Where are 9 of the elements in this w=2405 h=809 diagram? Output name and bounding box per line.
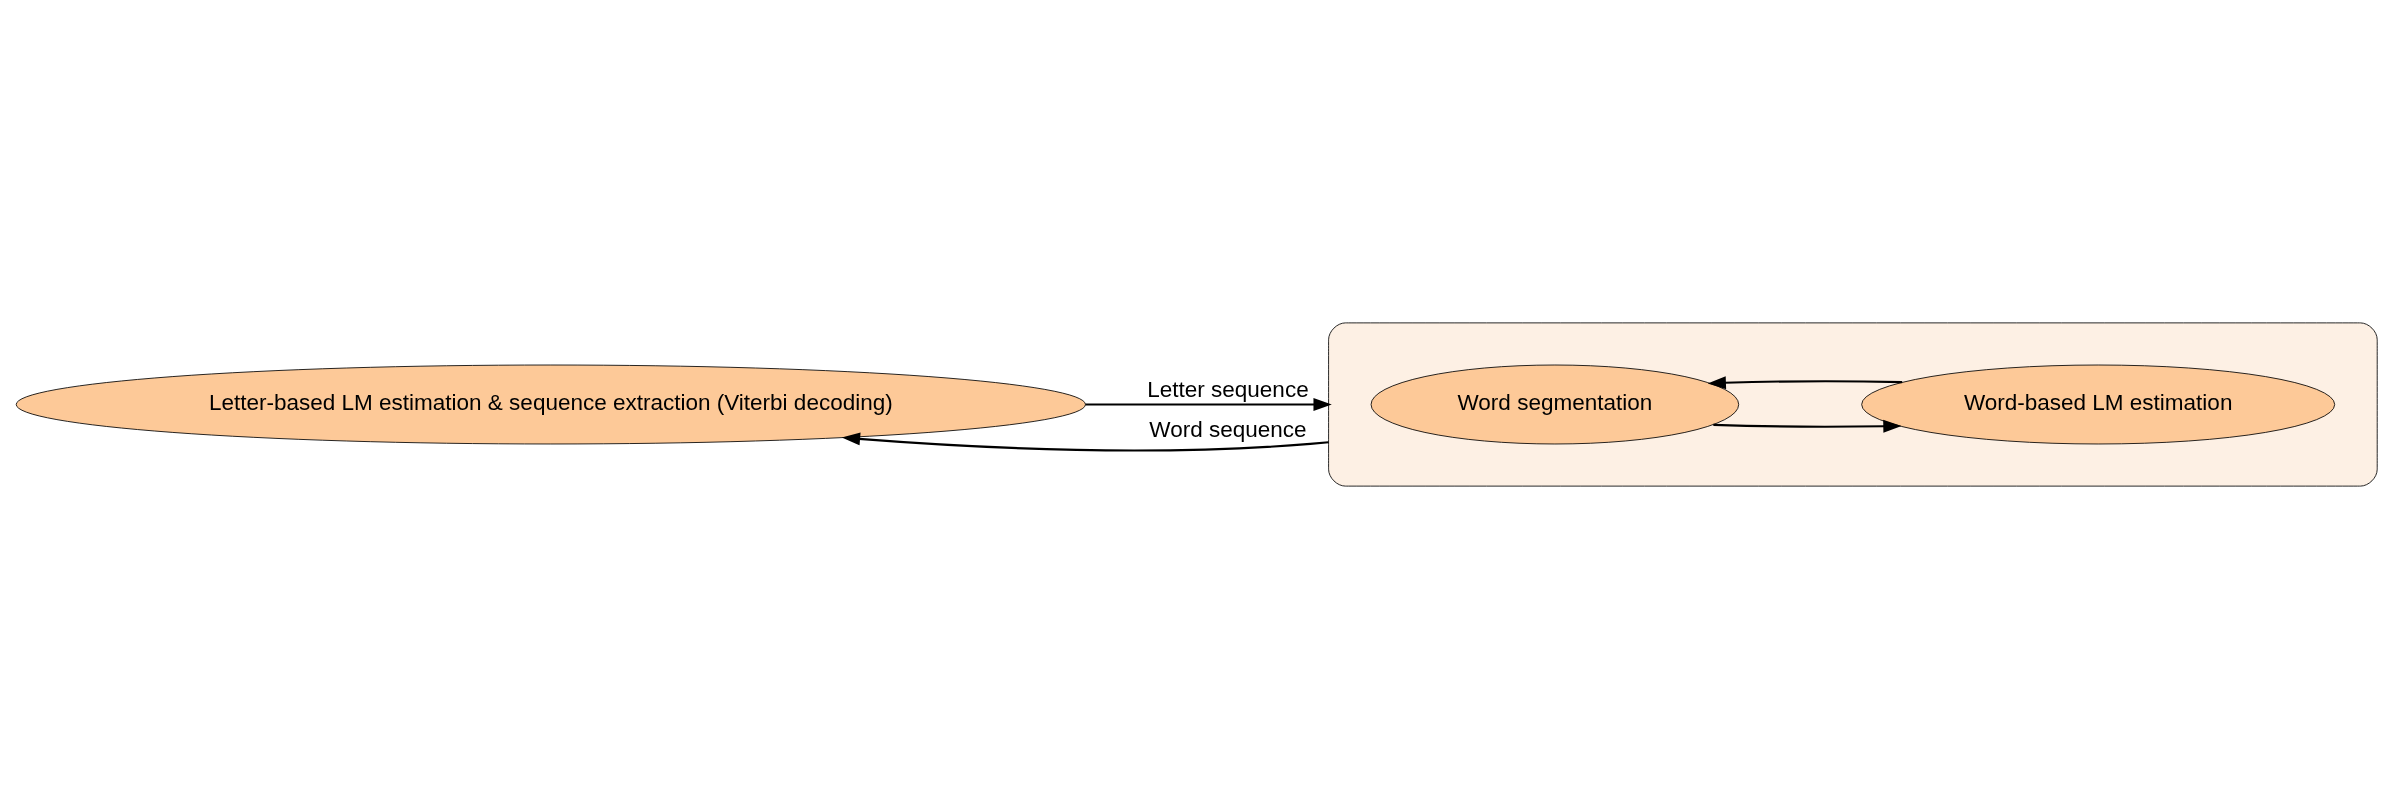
- arrow: [841, 432, 1329, 452]
- cluster: [1328, 322, 2378, 487]
- edge-label: Word sequence: [1149, 416, 1307, 442]
- node-ellipse: Word-based LM estimation: [1861, 364, 2336, 445]
- edge-label: Letter sequence: [1147, 377, 1309, 403]
- arrow: [1713, 419, 1902, 433]
- node-ellipse: Word segmentation: [1370, 364, 1740, 445]
- arrow: [1707, 376, 1903, 390]
- arrow: [1085, 398, 1332, 411]
